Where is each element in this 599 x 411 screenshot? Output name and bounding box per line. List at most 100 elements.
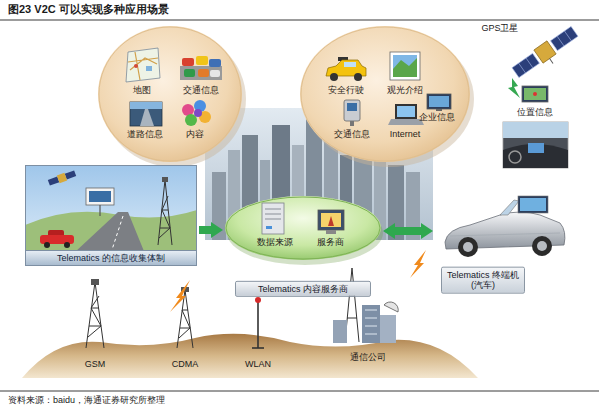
traffic-icon	[196, 56, 208, 65]
gps-satellite	[551, 26, 578, 50]
collection-scene	[47, 169, 76, 186]
terminal-car: Telematics 终端机 (汽车)	[435, 188, 568, 300]
part-label: GSM	[85, 359, 106, 369]
map-icon	[126, 48, 160, 82]
traffic-icon	[184, 69, 195, 77]
company-icon	[427, 94, 451, 111]
city-skyline	[212, 172, 226, 240]
car-drawing	[445, 196, 565, 257]
wlan-antenna	[257, 302, 259, 348]
collection-scene	[57, 173, 67, 183]
car-drawing	[537, 241, 547, 251]
road-info-icon	[130, 102, 162, 126]
car-drawing	[532, 236, 552, 256]
road-info-icon	[130, 102, 162, 126]
collection-scene	[89, 191, 111, 202]
content-icon	[182, 100, 211, 126]
collection-scene	[64, 242, 70, 248]
taxi-icon	[344, 62, 356, 67]
telecom-site	[345, 268, 359, 342]
bubble-label: 交通信息	[183, 85, 219, 95]
provider-icon	[321, 213, 341, 227]
road-info-icon	[130, 102, 162, 109]
bubble-label: 内容	[186, 129, 204, 139]
platform-caption: Telematics 内容服务商	[235, 281, 371, 297]
map-icon	[146, 66, 152, 71]
provider-icon	[318, 210, 344, 234]
part-label: 位置信息	[517, 107, 553, 117]
terrain	[22, 334, 478, 378]
signal-bolt	[508, 78, 520, 98]
taxi-icon	[326, 57, 366, 81]
bubble-label: 企业信息	[419, 112, 455, 122]
platform-item: 数据来源	[255, 236, 295, 248]
collection-scene	[48, 177, 59, 186]
platform-item: 服务商	[315, 236, 346, 248]
collection-scene	[25, 165, 197, 266]
bubble-label: 交通信息	[334, 129, 370, 139]
platform-outline	[226, 197, 380, 259]
company-icon	[429, 96, 449, 107]
bubble-fill	[98, 26, 242, 162]
gps-satellite	[526, 58, 533, 68]
collection-scene	[99, 205, 100, 216]
taxi-icon	[354, 73, 362, 81]
bubble-outline	[300, 26, 470, 162]
collection-scene	[162, 177, 168, 182]
traffic-icon	[209, 59, 221, 67]
header-rule	[0, 391, 599, 392]
taxi-icon	[330, 73, 338, 81]
bubble-outline	[301, 27, 469, 161]
gps-satellite	[534, 41, 556, 63]
company-icon	[427, 94, 451, 109]
part-label: GPS卫星	[481, 23, 518, 33]
info-bubble: 安全行驶观光介绍企业信息交通信息Internet	[300, 26, 470, 162]
laptop-icon	[388, 104, 424, 125]
road-info-icon	[140, 109, 154, 126]
gps-satellite	[557, 36, 564, 46]
source-caption: 资料来源：baidu，海通证券研究所整理	[8, 395, 165, 405]
car-drawing	[520, 198, 546, 211]
server-icon	[265, 214, 281, 215]
traffic-icon	[210, 70, 220, 77]
car-interior	[509, 151, 521, 163]
collection-scene	[44, 242, 50, 248]
gps-satellite	[564, 31, 571, 41]
content-icon	[194, 109, 202, 117]
platform-disc	[225, 196, 381, 260]
server-icon	[262, 203, 284, 234]
header-rule	[0, 19, 599, 20]
laptop-icon	[388, 119, 424, 125]
car-caption: Telematics 终端机 (汽车)	[441, 267, 525, 294]
bubble-label: Internet	[390, 129, 421, 139]
bubble-label: 道路信息	[127, 129, 163, 139]
gps-satellite	[512, 53, 539, 77]
company-icon	[436, 109, 442, 111]
server-icon	[266, 226, 272, 229]
map-icon	[134, 64, 138, 68]
collection-scene	[40, 235, 74, 244]
position-monitor	[522, 86, 548, 102]
position-monitor	[522, 86, 548, 102]
car-interior	[503, 122, 568, 138]
car-drawing	[500, 200, 519, 215]
telecom-site	[380, 315, 396, 343]
car-drawing	[458, 237, 478, 257]
laptop-icon	[397, 106, 415, 117]
platform-disc	[225, 196, 383, 265]
car-interior	[503, 122, 568, 168]
bubble-outline	[98, 26, 242, 162]
gps-satellite	[550, 59, 553, 64]
map-icon	[126, 48, 160, 82]
flow-arrow	[199, 226, 211, 234]
position-monitor	[524, 88, 546, 100]
collection-scene	[86, 188, 114, 205]
gps-satellite	[511, 25, 583, 84]
provider-icon	[326, 230, 336, 234]
bubble-fill	[300, 26, 470, 162]
provider-icon	[318, 210, 344, 230]
cdma-tower	[177, 290, 193, 348]
sightseeing-icon	[390, 52, 420, 80]
